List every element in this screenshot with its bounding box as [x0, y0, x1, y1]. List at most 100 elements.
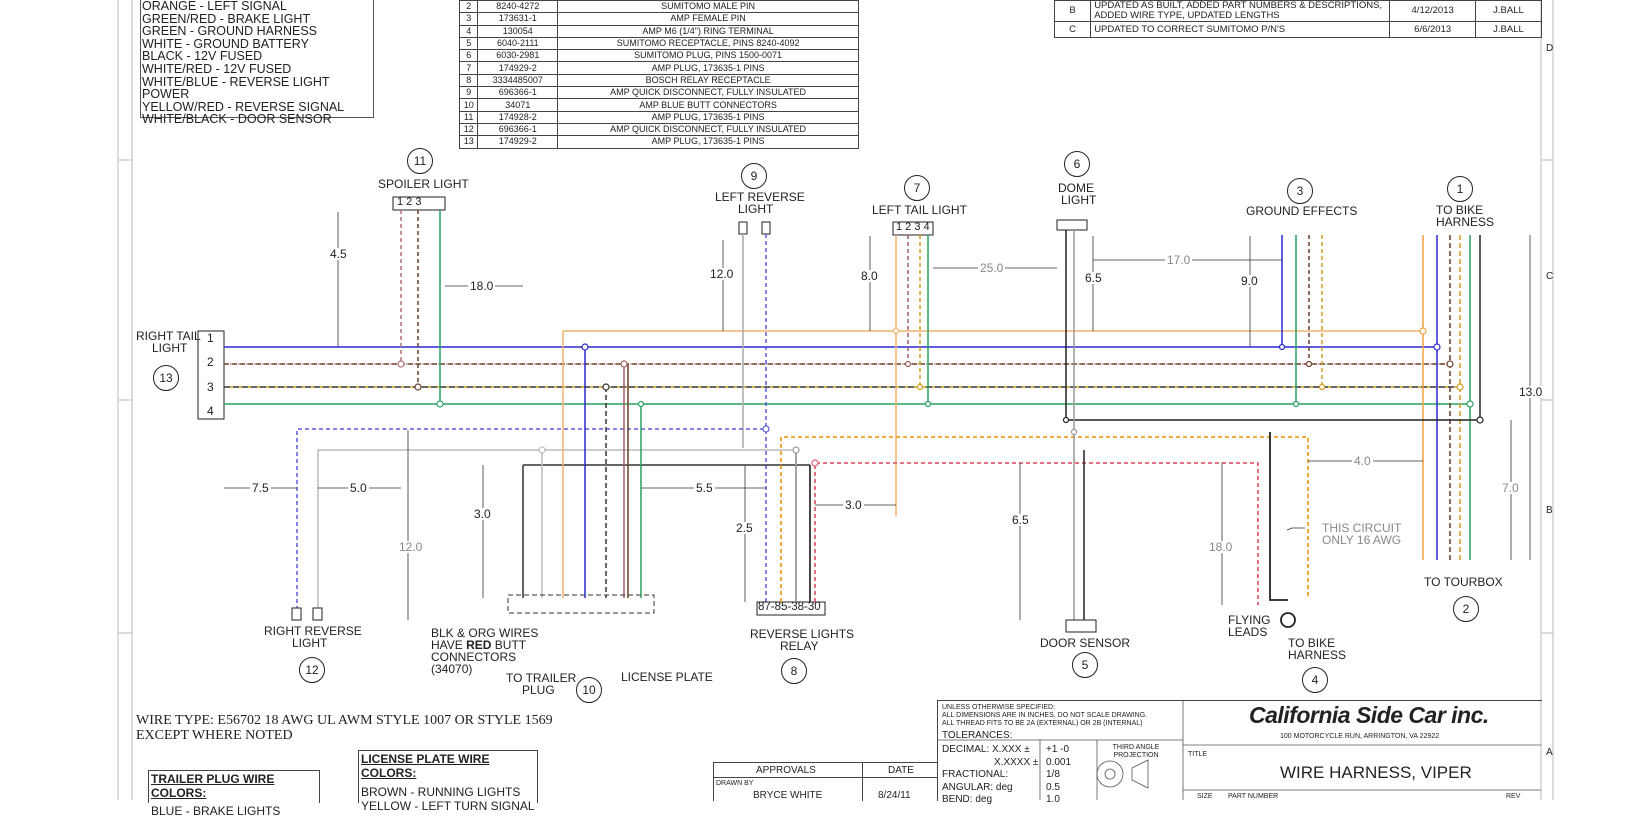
parts-cell-item: 8	[458, 73, 479, 88]
main-harness-bus	[224, 330, 1470, 405]
parts-cell-part: 34071	[477, 98, 559, 112]
license-plate-color-1: BROWN - RUNNING LIGHTS	[361, 785, 521, 799]
circuit-note-2: ONLY 16 AWG	[1322, 533, 1402, 547]
approvals-block: APPROVALS DATE DRAWN BY BRYCE WHITE 8/24…	[713, 762, 938, 801]
title-block: UNLESS OTHERWISE SPECIFIED: ALL DIMENSIO…	[937, 700, 1542, 805]
revision-cell-desc: UPDATED AS BUILT, ADDED PART NUMBERS & D…	[1090, 0, 1391, 22]
company-address: 100 MOTORCYCLE RUN, ARRINGTON, VA 22922	[1280, 733, 1440, 740]
callout-10: 10	[576, 677, 602, 703]
left-tail-light-leads	[892, 221, 934, 516]
tolerance-note-2: ALL DIMENSIONS ARE IN INCHES. DO NOT SCA…	[942, 712, 1148, 719]
bike-harness-leads	[1066, 235, 1481, 560]
dim-13-0: 13.0	[1517, 385, 1545, 399]
legend-row: WHITE/BLACK - DOOR SENSOR	[142, 112, 332, 127]
rtl-pin-3: 3	[207, 380, 214, 394]
zone-letter-a: A	[1546, 747, 1553, 758]
tolerance-note-1: UNLESS OTHERWISE SPECIFIED:	[942, 704, 1056, 711]
parts-cell-desc: AMP PLUG, 173635-1 PINS	[557, 61, 859, 75]
trailer-plug-leads	[507, 331, 810, 614]
title-block-lines	[937, 700, 1541, 800]
dim-18-0-lower: 18.0	[1207, 540, 1235, 554]
parts-cell-desc: AMP PLUG, 173635-1 PINS	[557, 110, 859, 124]
parts-cell-desc: AMP M6 (1/4") RING TERMINAL	[557, 24, 859, 38]
license-plate-color-2: YELLOW - LEFT TURN SIGNAL	[361, 799, 535, 813]
right-tail-light-label-2: LIGHT	[152, 341, 188, 355]
tolerance-value: 1.0	[1046, 794, 1060, 805]
revision-cell-by: J.BALL	[1475, 21, 1542, 38]
dim-12-0-lower: 12.0	[397, 540, 425, 554]
title-label: TITLE	[1188, 751, 1208, 758]
right-tail-light-label: RIGHT TAIL	[136, 329, 201, 343]
dim-4-0: 4.0	[1352, 454, 1373, 468]
dim-8-0: 8.0	[859, 269, 880, 283]
rtl-pin-4: 4	[207, 404, 214, 418]
callout-9: 9	[741, 163, 767, 189]
callout-7: 7	[904, 175, 930, 201]
spoiler-light-leads	[392, 196, 446, 404]
trailer-plug-colors-box: TRAILER PLUG WIRE COLORS: BLUE - BRAKE L…	[148, 770, 320, 818]
blk-org-note-1: BLK & ORG WIRES	[431, 626, 539, 640]
to-bike-harness-lower-label-2: HARNESS	[1288, 648, 1347, 662]
legend-row: YELLOW/RED - REVERSE SIGNAL	[142, 99, 345, 114]
parts-cell-part: 6030-2981	[477, 49, 559, 63]
parts-cell-part: 6040-2111	[477, 36, 559, 51]
tolerance-note-3: ALL THREAD FITS TO BE 2A (EXTERNAL) OR 2…	[942, 720, 1143, 727]
dim-2-5: 2.5	[734, 521, 755, 535]
rtl-pin-2: 2	[207, 355, 214, 369]
blk-org-note-3: CONNECTORS	[431, 650, 517, 664]
parts-cell-item: 10	[458, 98, 479, 112]
drawn-by-name: BRYCE WHITE	[753, 790, 823, 801]
tolerances-title: TOLERANCES:	[942, 730, 1013, 741]
wiring-diagram	[117, 0, 1554, 800]
parts-cell-part: 3334485007	[477, 73, 559, 88]
license-plate-label: LICENSE PLATE	[621, 670, 713, 684]
legend-row: WHITE/BLUE - REVERSE LIGHT POWER	[142, 74, 330, 102]
callout-8: 8	[781, 658, 807, 684]
parts-cell-item: 4	[458, 24, 479, 38]
relay-leads	[756, 432, 1309, 628]
legend-row: GREEN/RED - BRAKE LIGHT	[142, 11, 311, 26]
parts-cell-item: 9	[458, 86, 479, 100]
parts-cell-item: 12	[458, 122, 479, 137]
spoiler-light-pins: 1 2 3	[397, 196, 422, 208]
dim-12-0: 12.0	[708, 267, 736, 281]
legend-row: WHITE/RED - 12V FUSED	[142, 61, 292, 76]
reverse-lights-relay-label: REVERSE LIGHTS	[750, 627, 855, 641]
revision-cell-desc: UPDATED TO CORRECT SUMITOMO P/N'S	[1090, 21, 1391, 38]
trailer-plug-colors-title: TRAILER PLUG WIRE COLORS:	[151, 772, 275, 800]
to-trailer-plug-label: TO TRAILER	[506, 671, 577, 685]
door-sensor-label: DOOR SENSOR	[1040, 636, 1131, 650]
callout-13: 13	[153, 365, 179, 391]
revision-cell-date: 4/12/2013	[1389, 0, 1476, 22]
dim-6-5-top: 6.5	[1083, 271, 1104, 285]
tolerance-value: 1/8	[1046, 769, 1060, 780]
parts-cell-item: 2	[458, 0, 479, 14]
callout-5: 5	[1072, 652, 1098, 678]
legend-row: BLACK - 12V FUSED	[142, 49, 263, 64]
rtl-pin-1: 1	[207, 331, 214, 345]
sheet-frame	[117, 0, 1554, 800]
parts-cell-item: 3	[458, 12, 479, 26]
parts-cell-desc: AMP BLUE BUTT CONNECTORS	[557, 98, 859, 112]
dim-17-0: 17.0	[1165, 253, 1193, 267]
left-tail-light-pins: 1 2 3 4	[896, 221, 930, 233]
callout-11: 11	[407, 148, 433, 174]
dome-light-label: DOME	[1058, 181, 1094, 195]
dim-4-5: 4.5	[328, 247, 349, 261]
left-reverse-light-label: LEFT REVERSE	[715, 190, 805, 204]
relay-pins: 87-85-38-30	[758, 601, 821, 613]
zone-letter-b: B	[1546, 505, 1553, 516]
blk-org-note-4: (34070)	[431, 662, 473, 676]
callout-2: 2	[1453, 596, 1479, 622]
company-name: California Side Car inc.	[1249, 702, 1489, 728]
callout-1: 1	[1447, 176, 1473, 202]
right-reverse-light-leads	[291, 428, 796, 621]
parts-cell-part: 8240-4272	[477, 0, 559, 14]
